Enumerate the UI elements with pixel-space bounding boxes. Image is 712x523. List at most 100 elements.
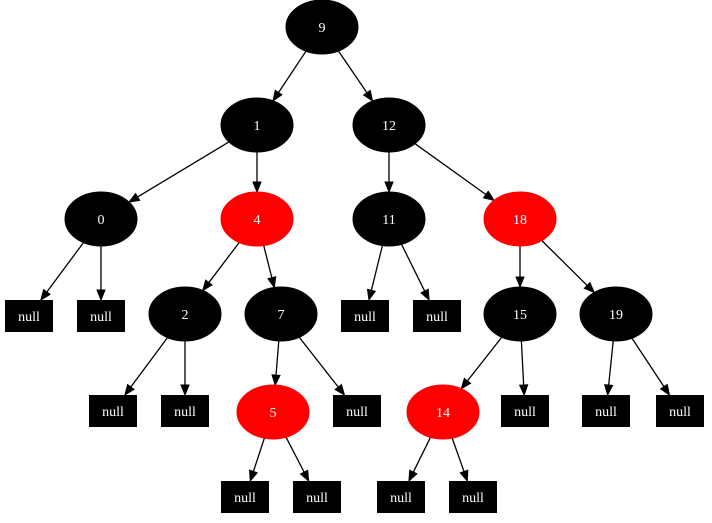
edge-n14-z14r — [451, 437, 465, 472]
arrowhead-n7-z7r — [334, 383, 346, 397]
null-leaf: null — [89, 395, 137, 427]
node-11-black-ellipse — [352, 191, 426, 247]
tree-node-11: 11 — [352, 191, 426, 247]
null-leaf: null — [77, 300, 125, 332]
null-leaf: null — [656, 395, 704, 427]
edge-n4-n2 — [208, 242, 240, 283]
null-leaf-box — [582, 395, 630, 427]
arrowhead-n12-n11 — [384, 181, 394, 194]
null-leaf-label: null — [595, 405, 617, 420]
arrowhead-n12-n18 — [482, 190, 496, 202]
node-12-label: 12 — [382, 119, 396, 134]
arrowhead-n14-z14r — [459, 469, 469, 483]
null-leaf-label: null — [90, 310, 112, 325]
node-1-black-ellipse — [220, 97, 294, 153]
null-leaf-box — [89, 395, 137, 427]
null-leaf-box — [449, 481, 497, 513]
tree-node-7: 7 — [244, 286, 318, 342]
arrowhead-n9-n12 — [362, 89, 374, 103]
null-leaf-label: null — [174, 405, 196, 420]
null-leaf: null — [221, 481, 269, 513]
arrowhead-n11-z11l — [366, 288, 377, 302]
edge-n9-n12 — [337, 50, 368, 94]
node-15-black-ellipse — [483, 286, 557, 342]
null-leaf-box — [221, 481, 269, 513]
null-leaf: null — [413, 300, 461, 332]
arrowhead-n15-z15r — [518, 384, 529, 397]
edge-n15-n14 — [466, 336, 503, 382]
null-leaf-label: null — [234, 491, 256, 506]
node-1-label: 1 — [254, 119, 261, 134]
node-0-label: 0 — [98, 213, 105, 228]
node-7-label: 7 — [278, 308, 285, 323]
tree-node-12: 12 — [352, 97, 426, 153]
node-9-label: 9 — [319, 21, 326, 36]
node-19-black-ellipse — [579, 286, 653, 342]
null-leaf: null — [5, 300, 53, 332]
null-leaf: null — [377, 481, 425, 513]
arrowhead-n18-n15 — [515, 276, 525, 289]
null-leaf-label: null — [426, 310, 448, 325]
node-4-red-ellipse — [220, 191, 294, 247]
node-11-label: 11 — [382, 213, 395, 228]
edges-layer — [40, 50, 671, 483]
tree-node-19: 19 — [579, 286, 653, 342]
edge-n14-z14l — [412, 437, 432, 473]
null-leaf: null — [501, 395, 549, 427]
null-leaf-box — [333, 395, 381, 427]
tree-node-15: 15 — [483, 286, 557, 342]
null-leaf-box — [413, 300, 461, 332]
arrowhead-n14-z14l — [408, 469, 418, 483]
null-leaf-label: null — [354, 310, 376, 325]
node-4-label: 4 — [254, 213, 261, 228]
edge-n4-n7 — [263, 245, 273, 278]
tree-node-1: 1 — [220, 97, 294, 153]
arrowhead-n4-n7 — [267, 276, 277, 289]
node-14-label: 14 — [436, 406, 450, 421]
node-18-red-ellipse — [483, 191, 557, 247]
arrowhead-n0-z0l — [40, 288, 51, 302]
node-14-red-ellipse — [406, 384, 480, 440]
tree-node-2: 2 — [148, 286, 222, 342]
edge-n11-z11l — [370, 245, 384, 291]
node-15-label: 15 — [513, 308, 527, 323]
tree-node-14: 14 — [406, 384, 480, 440]
arrowhead-n19-z19r — [659, 383, 671, 397]
tree-node-18: 18 — [483, 191, 557, 247]
node-5-red-ellipse — [236, 384, 310, 440]
arrowhead-n0-z0r — [96, 289, 106, 302]
node-7-black-ellipse — [244, 286, 318, 342]
edge-n7-z7r — [298, 336, 339, 388]
null-leaf: null — [293, 481, 341, 513]
edge-n5-z5l — [252, 438, 265, 472]
tree-node-0: 0 — [64, 191, 138, 247]
edge-n12-n18 — [414, 143, 487, 196]
null-leaf: null — [449, 481, 497, 513]
null-leaf-label: null — [390, 491, 412, 506]
tree-node-9: 9 — [285, 0, 359, 55]
null-leaf: null — [341, 300, 389, 332]
null-leaf-box — [161, 395, 209, 427]
node-5-label: 5 — [270, 406, 277, 421]
edge-n7-n5 — [275, 340, 280, 376]
edge-n19-z19r — [631, 337, 665, 388]
arrowhead-n5-z5l — [249, 469, 259, 483]
null-leaf-label: null — [669, 405, 691, 420]
arrowhead-n1-n4 — [252, 181, 262, 194]
null-leaf-label: null — [462, 491, 484, 506]
null-leaf-label: null — [346, 405, 368, 420]
tree-node-5: 5 — [236, 384, 310, 440]
node-19-label: 19 — [609, 308, 623, 323]
arrowhead-n1-n0 — [127, 192, 141, 203]
null-leaf-box — [341, 300, 389, 332]
edge-n15-z15r — [520, 340, 525, 386]
null-leaf-label: null — [306, 491, 328, 506]
arrowhead-n15-n14 — [460, 377, 472, 390]
arrowhead-n9-n1 — [272, 89, 283, 102]
arrowhead-n2-z2l — [124, 383, 135, 397]
arrowhead-n18-n19 — [583, 281, 596, 294]
node-12-black-ellipse — [352, 97, 426, 153]
edge-n11-z11r — [400, 244, 426, 292]
edge-n0-z0l — [46, 242, 85, 293]
